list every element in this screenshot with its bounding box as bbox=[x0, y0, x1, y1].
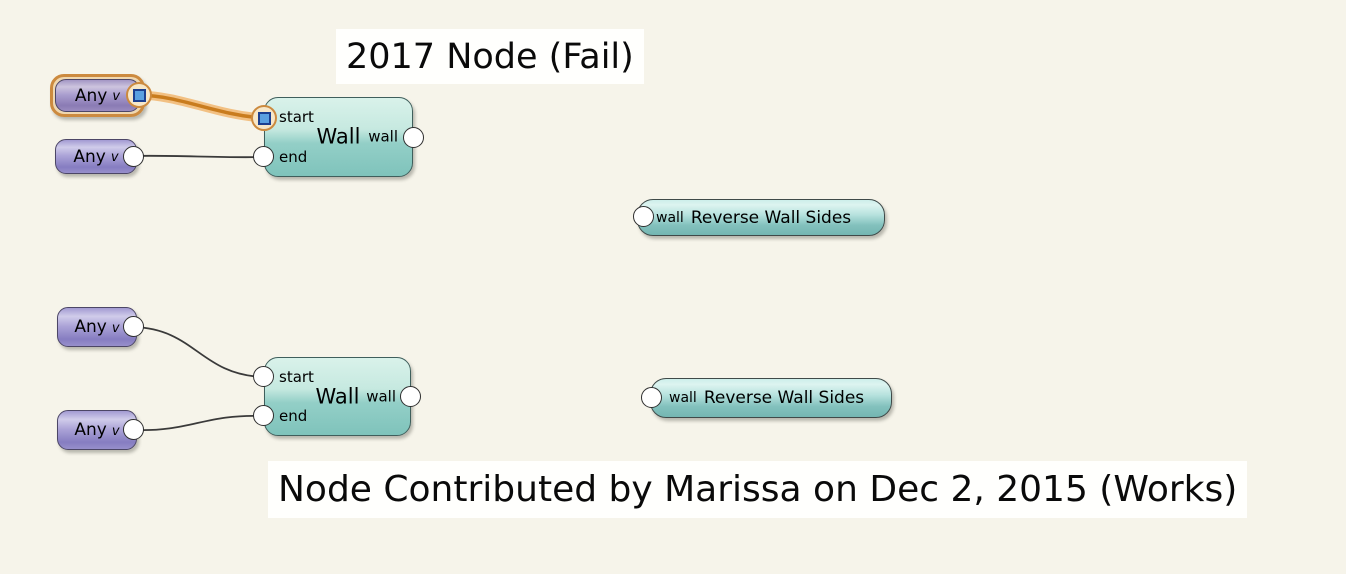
input-label-wall: wall bbox=[669, 390, 697, 406]
any-node-label: Any bbox=[74, 85, 108, 106]
input-label-start: start bbox=[279, 368, 314, 386]
wire-any2-to-wall-end[interactable] bbox=[132, 154, 263, 159]
dropdown-chevron-icon[interactable]: v bbox=[112, 89, 121, 104]
input-label-wall: wall bbox=[656, 209, 684, 226]
node-title: Reverse Wall Sides bbox=[690, 207, 852, 228]
wire-any3-to-wall-start[interactable] bbox=[133, 326, 263, 378]
dropdown-chevron-icon[interactable]: v bbox=[111, 423, 120, 439]
any-node-label: Any bbox=[73, 146, 106, 167]
wire-any1-to-wall-start[interactable] bbox=[137, 93, 264, 120]
any-node-label: Any bbox=[74, 420, 107, 440]
port-reverse-top-input[interactable] bbox=[633, 206, 654, 227]
any-node-label: Any bbox=[74, 317, 107, 337]
port-any-top-2-output[interactable] bbox=[123, 146, 144, 167]
port-wall-top-end[interactable] bbox=[253, 146, 274, 167]
port-any-bottom-1-output[interactable] bbox=[123, 316, 144, 337]
port-wall-bottom-end[interactable] bbox=[253, 405, 274, 426]
input-label-end: end bbox=[279, 407, 308, 425]
node-reverse-wall-sides-bottom[interactable]: wall Reverse Wall Sides bbox=[650, 378, 892, 418]
input-label-end: end bbox=[279, 148, 308, 166]
title-banner-works-text: Node Contributed by Marissa on Dec 2, 20… bbox=[278, 469, 1238, 510]
output-label-wall: wall bbox=[366, 387, 396, 406]
wire-any4-to-wall-end[interactable] bbox=[133, 414, 263, 432]
port-wall-bottom-output[interactable] bbox=[400, 386, 421, 407]
port-reverse-bottom-input[interactable] bbox=[641, 387, 662, 408]
title-banner-fail-text: 2017 Node (Fail) bbox=[346, 36, 634, 77]
selected-port-square-icon bbox=[132, 88, 146, 102]
node-any-top-1[interactable]: Any v bbox=[55, 79, 140, 112]
node-wall-top[interactable]: start end Wall wall bbox=[264, 97, 413, 177]
port-any-bottom-2-output[interactable] bbox=[123, 419, 144, 440]
selected-port-square-icon bbox=[257, 111, 271, 125]
selected-any-node-wrapper[interactable]: Any v bbox=[50, 74, 145, 117]
dropdown-chevron-icon[interactable]: v bbox=[111, 320, 120, 336]
port-wall-bottom-start[interactable] bbox=[253, 366, 274, 387]
node-wall-bottom[interactable]: start end Wall wall bbox=[264, 357, 411, 436]
node-title: Wall bbox=[316, 124, 361, 149]
input-label-start: start bbox=[279, 108, 314, 126]
port-any-top-1-output-selected[interactable] bbox=[126, 82, 152, 108]
node-reverse-wall-sides-top[interactable]: wall Reverse Wall Sides bbox=[637, 199, 885, 236]
node-title: Wall bbox=[315, 384, 360, 409]
title-banner-works: Node Contributed by Marissa on Dec 2, 20… bbox=[268, 461, 1248, 518]
node-title: Reverse Wall Sides bbox=[703, 388, 865, 408]
dropdown-chevron-icon[interactable]: v bbox=[110, 150, 119, 165]
title-banner-fail: 2017 Node (Fail) bbox=[336, 29, 644, 84]
port-wall-top-start-selected[interactable] bbox=[251, 105, 277, 131]
output-label-wall: wall bbox=[368, 127, 398, 146]
port-wall-top-output[interactable] bbox=[403, 127, 424, 148]
